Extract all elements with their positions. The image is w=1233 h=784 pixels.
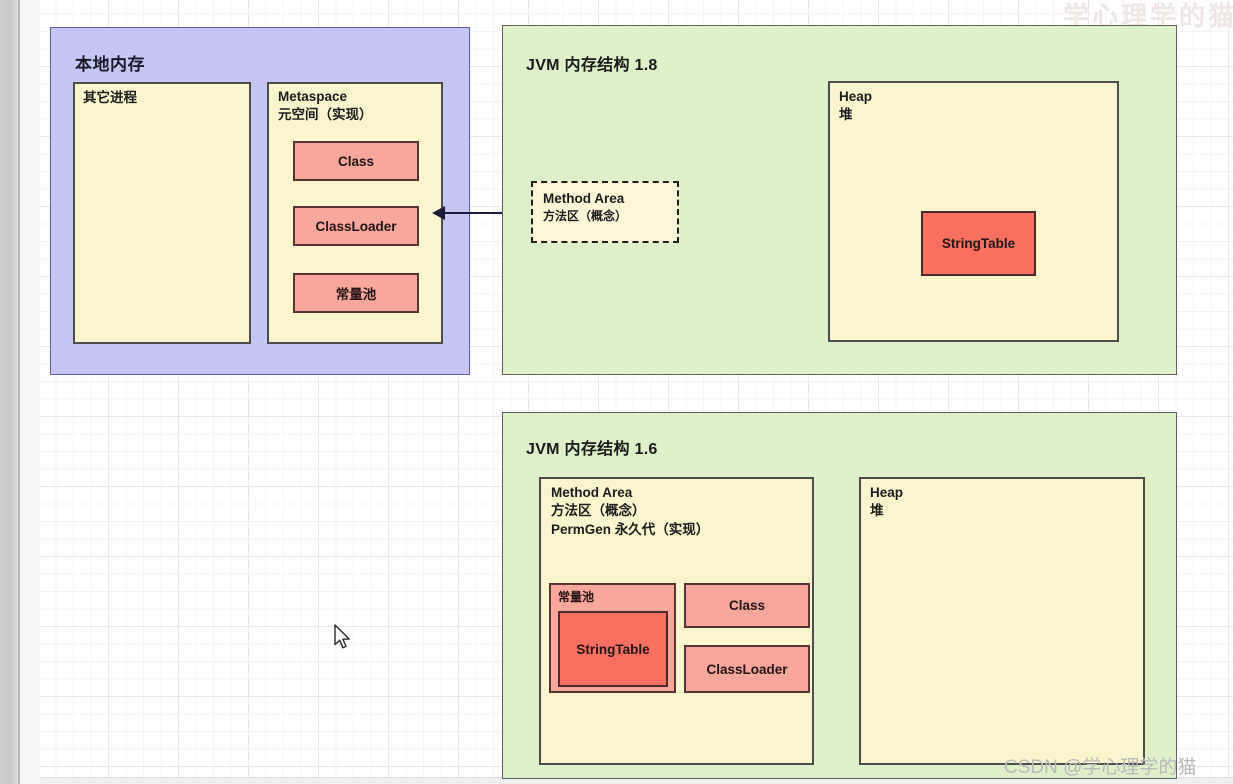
jvm18-method-area-box: Method Area 方法区（概念）	[531, 181, 679, 243]
jvm16-heap-box: Heap 堆	[859, 477, 1145, 765]
metaspace-item-class: Class	[293, 141, 419, 181]
metaspace-item-classloader-label: ClassLoader	[315, 218, 397, 234]
jvm18-heap-label-en: Heap	[839, 89, 873, 104]
jvm18-method-area-label-cn: 方法区（概念）	[543, 209, 628, 223]
left-margin	[20, 0, 40, 784]
arrow-head-method-area-to-metaspace	[432, 206, 445, 220]
other-process-box: 其它进程	[73, 82, 251, 344]
metaspace-item-constant-pool-label: 常量池	[335, 287, 377, 302]
jvm18-title: JVM 内存结构 1.8	[526, 57, 658, 74]
jvm16-constant-pool-stringtable: StringTable	[558, 611, 668, 687]
jvm16-item-class: Class	[684, 583, 810, 628]
jvm16-title: JVM 内存结构 1.6	[526, 441, 658, 458]
jvm18-heap-stringtable-label: StringTable	[941, 236, 1016, 251]
native-memory-title: 本地内存	[75, 55, 145, 74]
jvm16-method-area-label-impl: PermGen 永久代（实现）	[551, 522, 710, 537]
mouse-cursor	[334, 624, 354, 657]
metaspace-label-en: Metaspace	[278, 89, 348, 104]
watermark-bottom: CSDN @学心理学的猫	[1004, 757, 1197, 778]
jvm18-heap-stringtable: StringTable	[921, 211, 1036, 276]
other-process-label: 其它进程	[83, 90, 137, 105]
jvm16-constant-pool-label: 常量池	[558, 590, 595, 604]
metaspace-item-class-label: Class	[337, 153, 375, 169]
jvm16-heap-label-cn: 堆	[870, 503, 884, 518]
metaspace-box: Metaspace 元空间（实现） Class ClassLoader 常量池	[267, 82, 443, 344]
jvm16-constant-pool-stringtable-label: StringTable	[576, 641, 650, 657]
arrow-line-method-area-to-metaspace	[445, 212, 533, 214]
jvm16-method-area-box: Method Area 方法区（概念） PermGen 永久代（实现） 常量池 …	[539, 477, 814, 765]
jvm16-heap-label-en: Heap	[870, 485, 904, 500]
jvm18-heap-box: Heap 堆 StringTable	[828, 81, 1119, 342]
native-memory-panel: 本地内存 其它进程 Metaspace 元空间（实现） Class ClassL…	[50, 27, 470, 375]
jvm16-item-classloader: ClassLoader	[684, 645, 810, 693]
jvm16-constant-pool-box: 常量池 StringTable	[549, 583, 676, 693]
jvm16-panel: JVM 内存结构 1.6 Method Area 方法区（概念） PermGen…	[502, 412, 1177, 779]
jvm18-method-area-label-en: Method Area	[543, 191, 625, 206]
metaspace-label-cn: 元空间（实现）	[278, 107, 373, 122]
jvm16-item-classloader-label: ClassLoader	[706, 661, 788, 677]
jvm18-heap-label-cn: 堆	[839, 107, 853, 122]
metaspace-item-classloader: ClassLoader	[293, 206, 419, 246]
metaspace-item-constant-pool: 常量池	[293, 273, 419, 313]
jvm16-item-class-label: Class	[728, 598, 766, 613]
jvm18-panel: JVM 内存结构 1.8 Method Area 方法区（概念） Heap 堆 …	[502, 25, 1177, 375]
left-scroll-gutter[interactable]	[0, 0, 18, 784]
gutter-edge	[18, 0, 20, 784]
jvm16-method-area-label-cn: 方法区（概念）	[551, 503, 646, 518]
jvm16-method-area-label-en: Method Area	[551, 485, 633, 500]
